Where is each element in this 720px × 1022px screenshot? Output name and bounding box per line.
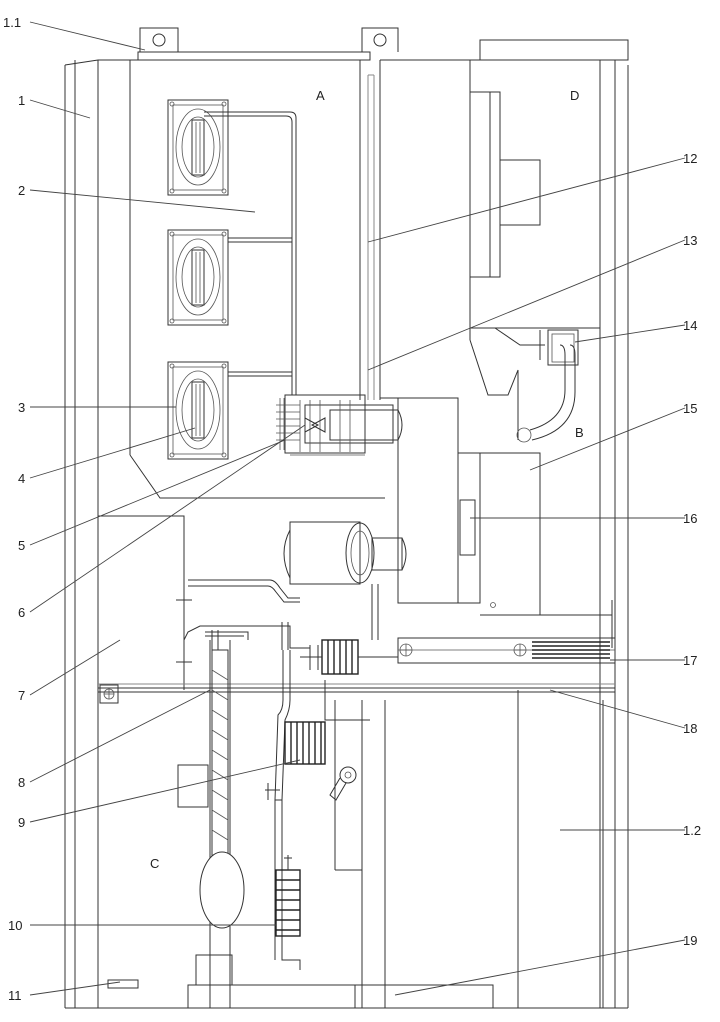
cable-compartment-outline <box>97 515 615 704</box>
busbar-compartment-outline <box>129 74 385 499</box>
callout-17: 17 <box>683 653 697 668</box>
truck-rail <box>397 637 616 664</box>
contact-arm-b <box>516 329 579 615</box>
callout-11: 11 <box>8 988 22 1003</box>
cable-conductor <box>177 640 245 1008</box>
busbar-bushing-top <box>167 99 229 196</box>
callout-labels: 1.1 1 2 3 4 5 6 7 8 9 10 11 12 13 14 15 … <box>3 15 701 1003</box>
callout-10: 10 <box>8 918 22 933</box>
callout-16: 16 <box>683 511 697 526</box>
callout-5: 5 <box>18 538 25 553</box>
cabinet-frame <box>64 39 629 1009</box>
leader-lines <box>29 21 686 996</box>
lower-contact-spout <box>188 521 407 640</box>
callout-12: 12 <box>683 151 697 166</box>
busbar-bushing-middle <box>167 229 229 326</box>
callout-1-1: 1.1 <box>3 15 21 30</box>
branch-conductors <box>204 111 297 395</box>
interlock-linkage <box>176 599 398 675</box>
callout-4: 4 <box>18 471 25 486</box>
callout-18: 18 <box>683 721 697 736</box>
compartment-label-c: C <box>150 856 159 871</box>
compartment-labels: A D B C <box>150 88 584 871</box>
lifting-lug-left <box>139 27 179 52</box>
callout-9: 9 <box>18 815 25 830</box>
upper-contact-spout <box>276 394 403 456</box>
callout-14: 14 <box>683 318 697 333</box>
callout-19: 19 <box>683 933 697 948</box>
callout-6: 6 <box>18 605 25 620</box>
callout-8: 8 <box>18 775 25 790</box>
busbar-bushing-bottom <box>167 361 229 460</box>
shutter-mechanism <box>380 327 545 440</box>
surge-arrester <box>274 800 301 970</box>
callout-7: 7 <box>18 688 25 703</box>
compartment-label-b: B <box>575 425 584 440</box>
earthing-switch <box>265 650 370 871</box>
callout-15: 15 <box>683 401 697 416</box>
compartment-label-d: D <box>570 88 579 103</box>
callout-13: 13 <box>683 233 697 248</box>
callout-3: 3 <box>18 400 25 415</box>
low-voltage-compartment <box>469 60 601 329</box>
callout-1-2: 1.2 <box>683 823 701 838</box>
compartment-label-a: A <box>316 88 325 103</box>
callout-1: 1 <box>18 93 25 108</box>
lifting-lug-right <box>361 27 399 52</box>
callout-2: 2 <box>18 183 25 198</box>
